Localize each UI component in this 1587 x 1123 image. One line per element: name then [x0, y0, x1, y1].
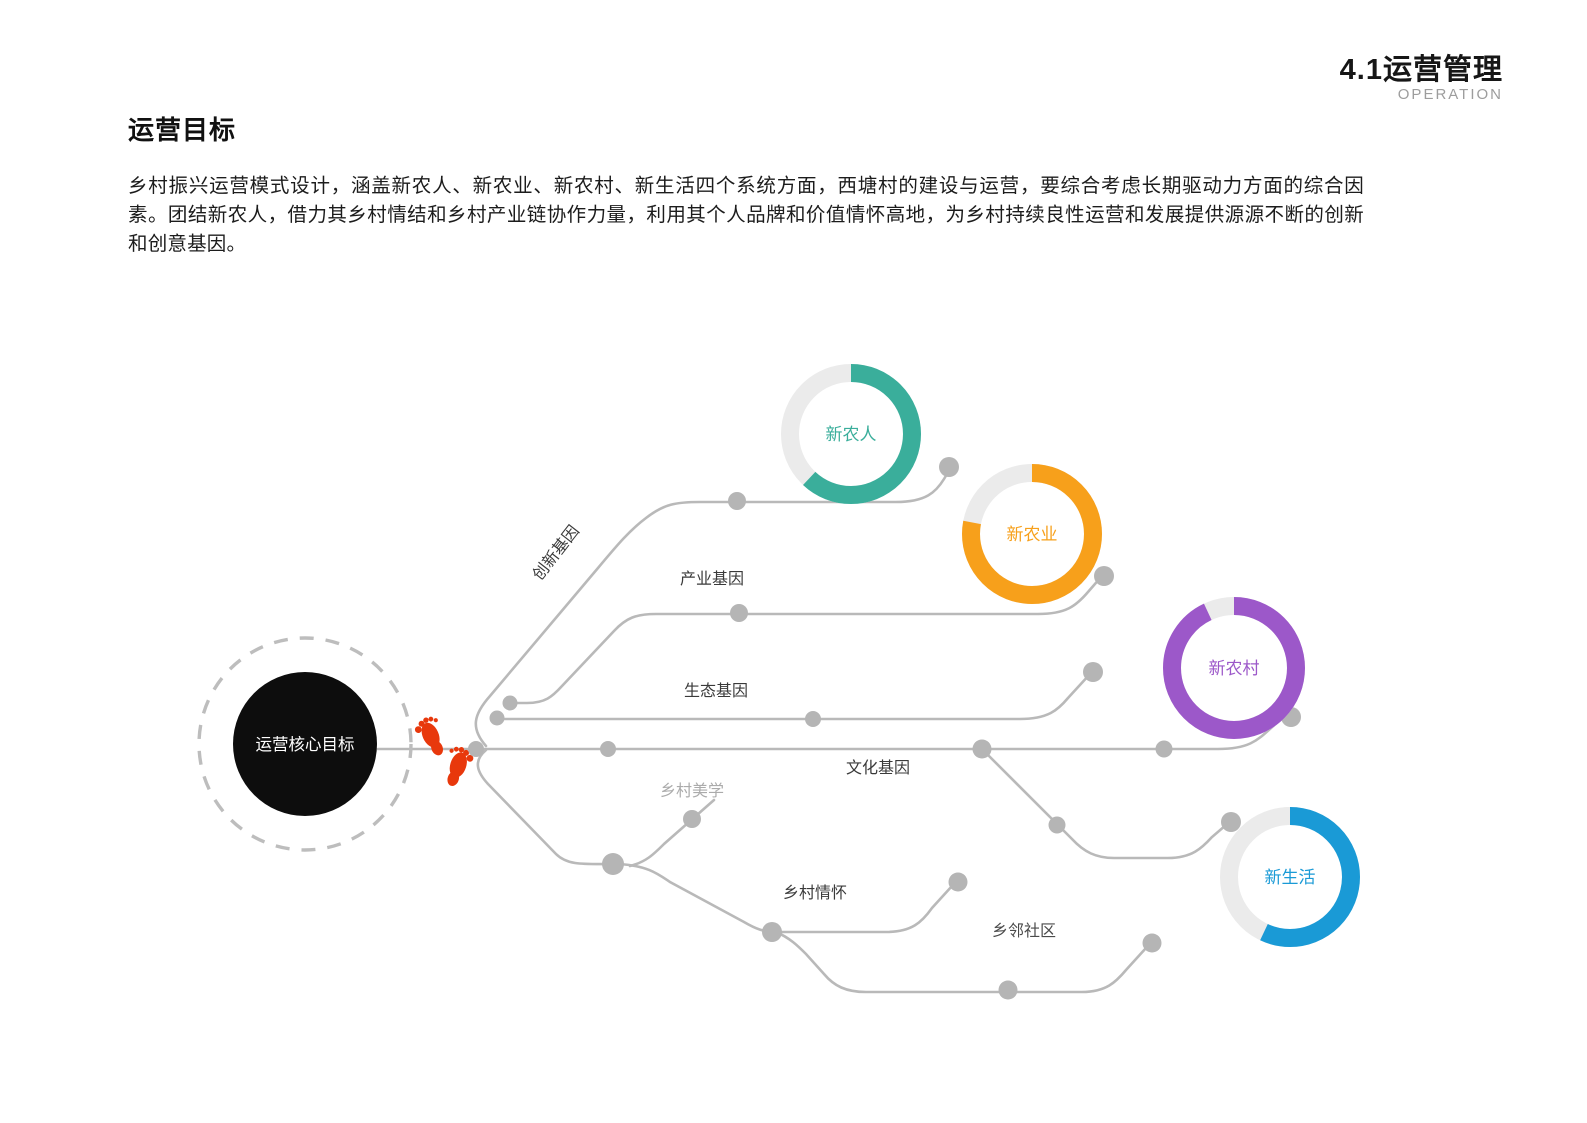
node-dot: [468, 741, 484, 757]
branch-line-lower-trunk: [476, 748, 778, 934]
core-node: [233, 672, 377, 816]
ring-arc: [1220, 807, 1360, 947]
label-village-sentiment: 乡村情怀: [783, 884, 847, 902]
ring-new-village: 新农村: [1163, 597, 1305, 739]
node-dot: [730, 604, 748, 622]
branch-line-innovation: [474, 467, 952, 748]
intro-paragraph: 乡村振兴运营模式设计，涵盖新农人、新农业、新农村、新生活四个系统方面，西塘村的建…: [128, 175, 1364, 255]
core-node-label: 运营核心目标: [256, 735, 355, 754]
node-dot: [972, 739, 992, 759]
node-dot: [602, 853, 624, 875]
node-dot: [1083, 662, 1103, 682]
node-dot: [762, 922, 782, 942]
node-dot: [600, 741, 616, 757]
branch-line-aesthetics: [628, 798, 716, 868]
label-culture-gene: 文化基因: [846, 759, 910, 777]
label-neighbor-community: 乡邻社区: [992, 922, 1056, 940]
node-dot: [1142, 933, 1162, 953]
label-innovation-gene: 创新基因: [529, 522, 583, 584]
node-dot: [728, 492, 746, 510]
ring-new-agriculture: 新农业: [962, 464, 1102, 604]
core-dashed-ring: [197, 636, 413, 852]
label-industry-gene: 产业基因: [680, 570, 744, 588]
node-dot: [1155, 740, 1173, 758]
node-dot: [948, 872, 968, 892]
ring-arc: [962, 464, 1102, 604]
label-village-aesthetics: 乡村美学: [660, 782, 724, 800]
node-dots: [468, 457, 1301, 1000]
node-dot: [1221, 812, 1241, 832]
branch-line-ecology: [497, 672, 1092, 721]
node-dot: [998, 980, 1018, 1000]
ring-arc: [1163, 597, 1305, 739]
section-subtitle: OPERATION: [1397, 86, 1503, 103]
branch-line-newlife-feeder: [980, 747, 1228, 860]
ring-label: 新农村: [1209, 659, 1260, 678]
ring-new-farmer: 新农人: [781, 364, 921, 504]
ring-arc: [781, 364, 921, 504]
footprints-icon: [414, 716, 474, 786]
ring-label: 新农人: [826, 425, 877, 444]
node-dot: [489, 710, 505, 726]
node-dot: [939, 457, 959, 477]
node-dot: [1094, 566, 1114, 586]
node-dot: [502, 695, 518, 711]
ring-label: 新农业: [1007, 525, 1058, 544]
branch-line-community: [774, 930, 1148, 994]
ring-new-life: 新生活: [1220, 807, 1360, 947]
section-title: 4.1运营管理: [1339, 54, 1503, 86]
ring-label: 新生活: [1265, 868, 1316, 887]
page-title: 运营目标: [128, 115, 237, 145]
label-ecology-gene: 生态基因: [684, 682, 748, 700]
node-dot: [1048, 816, 1066, 834]
node-dot: [683, 810, 701, 828]
node-dot: [805, 711, 821, 727]
branch-line-sentiment: [774, 884, 954, 934]
branch-line-industry: [510, 575, 1103, 705]
